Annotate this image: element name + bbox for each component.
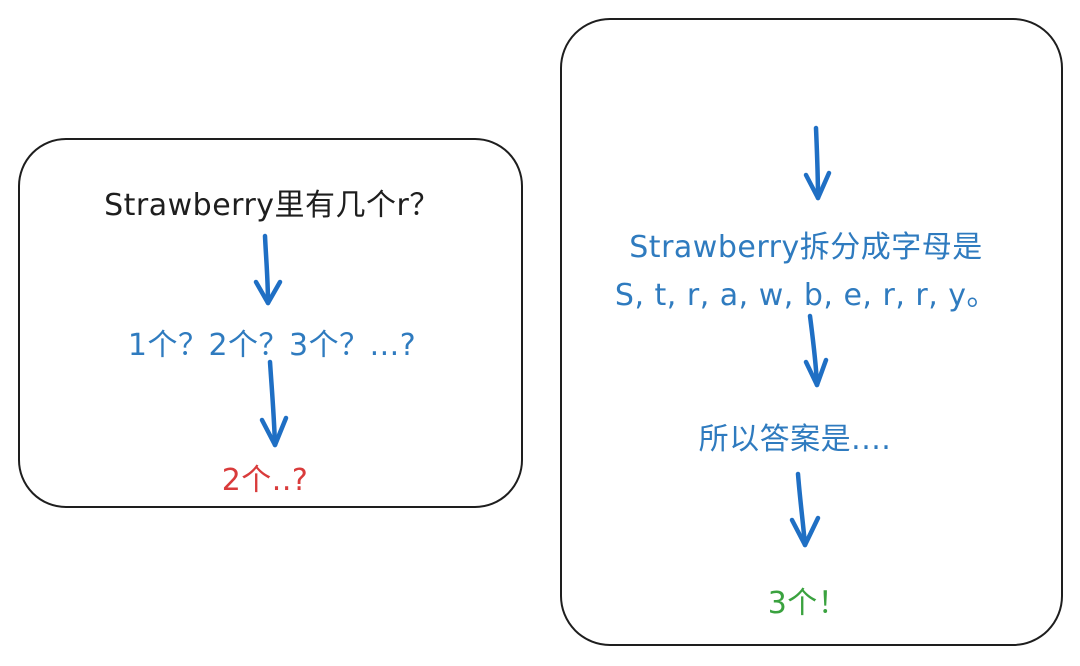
arrow-down-icon bbox=[259, 359, 289, 448]
split-letters-line-2: S, t, r, a, w, b, e, r, r, y。 bbox=[614, 278, 998, 313]
so-answer-text: 所以答案是.... bbox=[698, 422, 892, 457]
arrow-down-icon bbox=[803, 125, 832, 201]
question-text: Strawberry里有几个r？ bbox=[104, 188, 440, 223]
left-answer-text: 2个..? bbox=[221, 463, 309, 498]
arrow-down-icon bbox=[803, 313, 829, 388]
split-letters-line-1: Strawberry拆分成字母是 bbox=[629, 230, 983, 265]
arrow-down-icon bbox=[789, 471, 821, 548]
arrow-down-icon bbox=[253, 233, 283, 306]
left-reasoning-panel bbox=[18, 138, 523, 508]
final-answer-text: 3个！ bbox=[767, 586, 849, 621]
guesses-text: 1个？2个？3个？...? bbox=[127, 328, 417, 363]
